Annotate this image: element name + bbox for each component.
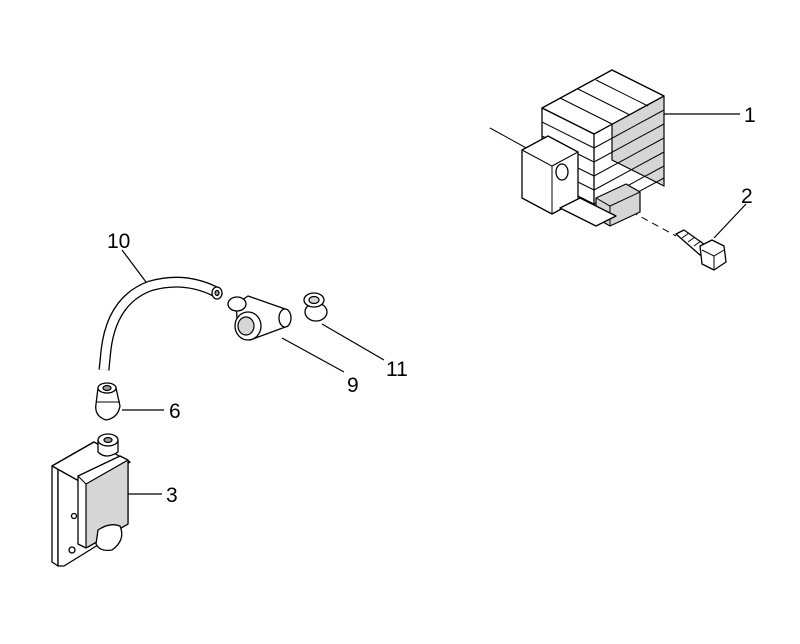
leader-line-2 (713, 203, 747, 239)
ignition-coil-part-3 (51, 433, 131, 567)
voltage-regulator-part-1 (489, 69, 677, 237)
spark-plug-cap-part-9 (227, 295, 292, 341)
rubber-sleeve-part-11 (303, 292, 328, 322)
callout-10: 10 (107, 230, 130, 253)
leader-line-11 (321, 323, 385, 361)
bracket-rivet (68, 546, 76, 554)
callout-11: 11 (386, 358, 408, 381)
cap-cable-inlet (227, 296, 247, 312)
callout-2: 2 (741, 185, 753, 208)
cap-plug-end (278, 308, 292, 328)
regulator-mounting-hole (555, 163, 569, 181)
callout-6: 6 (169, 400, 181, 423)
boot-body (95, 387, 121, 421)
coil-bottom-lobe (95, 524, 123, 552)
leader-line-10 (121, 249, 147, 283)
leader-line-9 (281, 337, 345, 373)
cable-boot-part-6 (95, 382, 121, 421)
cable-body (99, 278, 218, 371)
callout-1: 1 (744, 104, 756, 127)
callout-3: 3 (166, 484, 178, 507)
mounting-axis-line (489, 127, 531, 151)
regulator-mounting-ear (521, 135, 579, 215)
callout-9: 9 (347, 374, 359, 397)
ignition-cable-part-10 (98, 276, 223, 371)
hex-bolt-part-2 (675, 229, 727, 271)
